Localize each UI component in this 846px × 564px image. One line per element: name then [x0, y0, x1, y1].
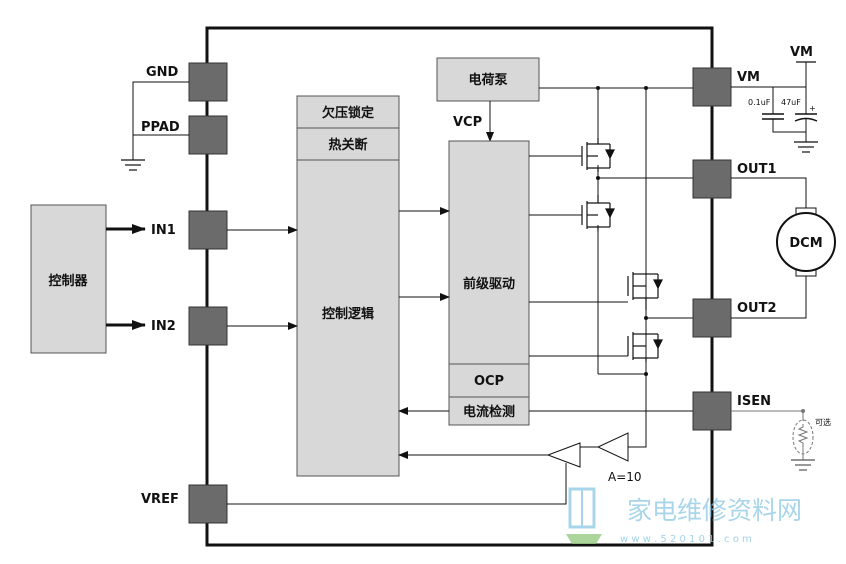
cap2-label: 47uF	[781, 98, 801, 107]
ground-symbol-isen	[791, 459, 815, 471]
controller-label: 控制器	[48, 273, 88, 289]
pin-gnd	[188, 62, 228, 102]
motor-symbol	[776, 212, 836, 272]
thermal-label: 热关断	[328, 137, 367, 153]
vcp-label: VCP	[453, 115, 482, 130]
ocp-label: OCP	[474, 374, 504, 389]
predriver-label: 前级驱动	[463, 276, 515, 292]
resistor-icon	[797, 424, 809, 452]
mosfet-low-side-right	[627, 332, 663, 362]
cap1-symbol	[762, 113, 784, 120]
pin-in1	[188, 210, 228, 250]
pin-out2-label: OUT2	[737, 301, 777, 316]
pin-isen-label: ISEN	[737, 394, 771, 409]
optional-label: 可选	[815, 417, 831, 427]
pin-out1-label: OUT1	[737, 162, 777, 177]
logic-label: 控制逻辑	[322, 306, 374, 322]
gain-amplifier-symbol	[596, 432, 629, 462]
motor-label: DCM	[789, 236, 822, 251]
pin-in2	[188, 306, 228, 346]
cap2-symbol	[794, 113, 818, 122]
sense-to-amp-wire	[628, 88, 647, 448]
watermark-logo-icon	[566, 487, 602, 544]
chip-outline	[205, 26, 714, 547]
pin-in1-label: IN1	[151, 223, 176, 238]
pin-vref-label: VREF	[141, 492, 179, 507]
pin-out1	[692, 159, 732, 199]
watermark-text: 家电维修资料网	[627, 496, 802, 525]
thermal-block	[296, 127, 400, 161]
watermark-url: w w w . 5 2 0 1 0 1 . c o m	[620, 534, 752, 545]
ground-symbol-left	[121, 159, 145, 171]
charge-pump-block	[436, 57, 540, 102]
pin-vm	[692, 67, 732, 107]
current-sense-label: 电流检测	[463, 404, 515, 420]
pin-vref	[188, 484, 228, 524]
pin-ppad	[188, 115, 228, 155]
pin-vm-label: VM	[737, 70, 760, 85]
controller-block	[30, 204, 107, 354]
caps-ground-wire	[772, 119, 806, 133]
gain-label: A=10	[608, 470, 642, 484]
mosfet-high-side-right	[627, 272, 663, 310]
out1-to-motor-wire	[731, 177, 807, 212]
pin-in2-label: IN2	[151, 319, 176, 334]
logic-block	[296, 159, 400, 477]
comparator-symbol	[546, 442, 581, 468]
out2-to-motor-wire	[731, 272, 807, 319]
uvlo-label: 欠压锁定	[322, 105, 374, 121]
vm-supply-label: VM	[790, 45, 813, 60]
junction-dots	[596, 86, 648, 376]
ground-symbol-vm	[794, 141, 818, 153]
mosfet-high-side-left	[581, 138, 615, 172]
pin-gnd-label: GND	[146, 65, 179, 80]
gnd-wire	[132, 81, 189, 160]
ocp-block	[448, 363, 530, 398]
mosfet-low-side-left	[581, 195, 615, 231]
pin-ppad-label: PPAD	[141, 120, 180, 135]
charge-pump-label: 电荷泵	[468, 72, 507, 88]
pin-isen	[692, 391, 732, 431]
cap1-label: 0.1uF	[748, 98, 771, 107]
pin-out2	[692, 298, 732, 338]
vref-to-comparator-wire	[227, 463, 567, 505]
predriver-block	[448, 140, 530, 365]
cap2-polarity: +	[809, 104, 816, 113]
uvlo-block	[296, 95, 400, 129]
sense-node	[598, 362, 647, 375]
